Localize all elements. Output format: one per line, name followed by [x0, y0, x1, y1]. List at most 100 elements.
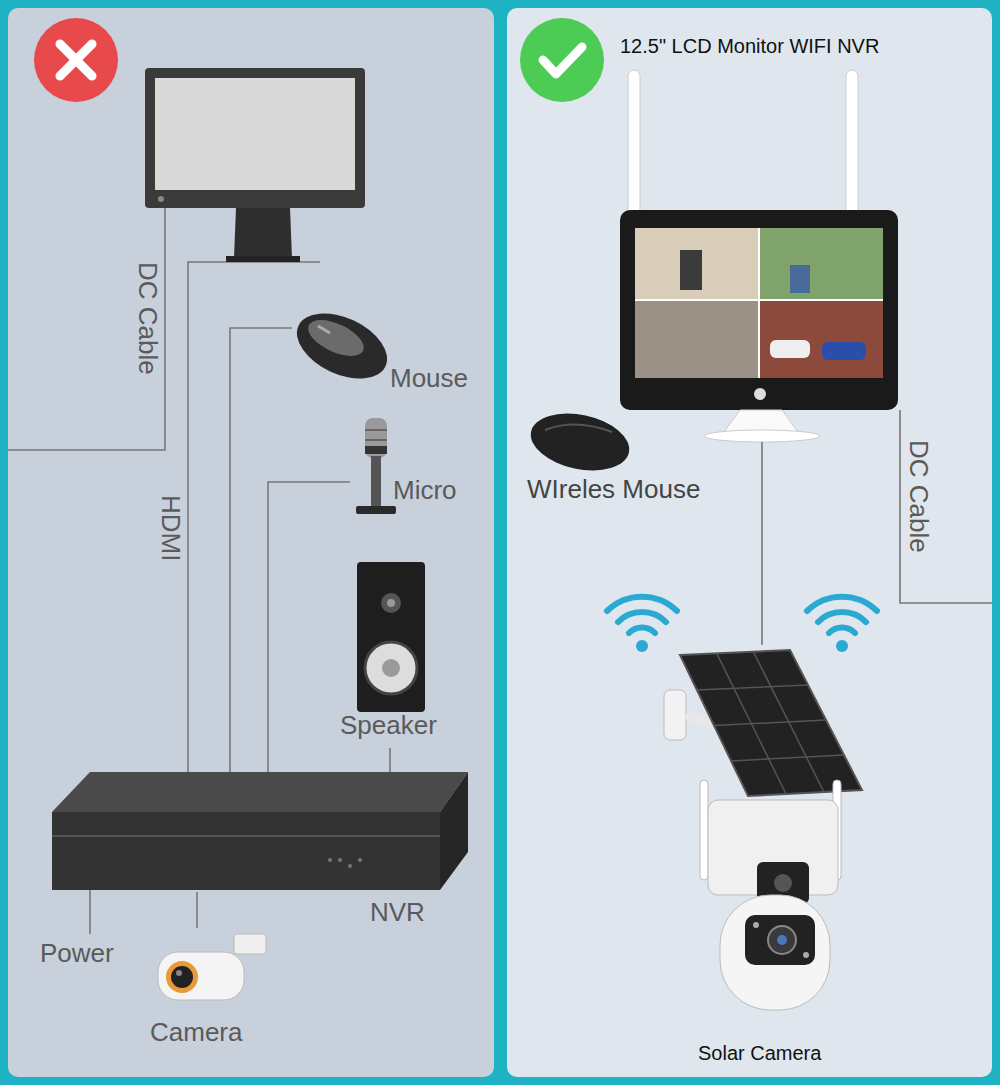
background [507, 8, 992, 1077]
microphone-icon [356, 506, 396, 514]
wifi-symbol [636, 640, 648, 652]
cable-connector [230, 328, 292, 772]
solar-camera-icon [753, 922, 759, 928]
layout-wire [900, 410, 992, 603]
lcd-monitor-icon [620, 70, 898, 442]
microphone-device: Micro [350, 416, 470, 518]
camera-icon [234, 934, 266, 954]
microphone-icon [365, 418, 387, 458]
wifi-symbol [618, 612, 666, 622]
speaker-icon [387, 599, 395, 607]
mouse-icon [287, 300, 398, 391]
camera-icon [166, 961, 198, 993]
cable-connector [197, 892, 198, 928]
solar-camera-icon [664, 650, 862, 1010]
device-label: Speaker [340, 711, 437, 741]
solar-camera-icon [720, 895, 830, 1010]
monitor-icon [234, 208, 292, 258]
wireless-mouse-icon [525, 405, 634, 479]
camera-icon [176, 970, 182, 976]
solar-camera-icon [745, 915, 815, 965]
lcd-monitor-icon [759, 300, 883, 378]
monitor-icon [226, 256, 300, 262]
lcd-monitor-icon [724, 410, 798, 432]
nvr-icon [52, 835, 440, 837]
lcd-monitor-icon [759, 228, 883, 300]
wifi-symbol [607, 597, 677, 611]
speaker-icon [381, 593, 401, 613]
cable-label: HDMI [158, 495, 184, 561]
microphone-icon [365, 439, 387, 441]
cable-label: DC Cable [906, 440, 932, 553]
device-label: NVR [370, 898, 425, 928]
solar-camera-icon [700, 780, 708, 880]
layout-wire [8, 208, 165, 450]
lcd-monitor-icon [680, 250, 702, 290]
monitor-icon [158, 196, 164, 202]
solar-camera-icon [697, 652, 844, 794]
cable-connector [390, 748, 391, 772]
camera-icon [171, 966, 193, 988]
cable-connector [268, 482, 350, 772]
check-icon [520, 18, 604, 102]
monitor-icon [155, 78, 355, 190]
lcd-monitor-icon [822, 342, 866, 360]
lcd-monitor-icon [635, 228, 759, 300]
lcd-monitor-nvr: 12.5" LCD Monitor WIFI NVR [600, 28, 912, 442]
mouse-icon [287, 300, 398, 391]
wifi-symbol [829, 627, 855, 633]
device-label: WIreles Mouse [527, 475, 700, 505]
nvr-device: NVR [50, 772, 468, 892]
solar-camera-icon [664, 690, 686, 740]
cable-line [268, 482, 350, 772]
camera-icon [158, 934, 266, 1000]
nvr-icon [440, 772, 468, 890]
monitor-icon [145, 68, 365, 262]
nvr-icon [358, 858, 362, 862]
microphone-icon [356, 418, 396, 514]
wrong-icon [60, 44, 92, 76]
speaker-icon [357, 562, 425, 712]
nvr-icon [52, 812, 440, 890]
microphone-icon [365, 446, 387, 454]
cable-line [196, 892, 198, 928]
background [8, 8, 494, 1077]
mouse-icon [303, 313, 369, 364]
cable-line [761, 442, 763, 645]
monitor-icon [145, 68, 365, 208]
nvr-icon [348, 864, 352, 868]
nvr-icon [52, 772, 468, 890]
lcd-monitor-icon [758, 228, 760, 378]
device-label: 12.5" LCD Monitor WIFI NVR [620, 35, 879, 58]
speaker-device: Speaker [338, 558, 454, 748]
wifi-symbol [818, 612, 866, 622]
camera-device: Camera [148, 928, 272, 1052]
lcd-monitor-icon [846, 70, 858, 215]
wifi-symbol [629, 627, 655, 633]
device-label: Camera [150, 1018, 242, 1048]
speaker-icon [382, 659, 400, 677]
cable-line [389, 748, 391, 772]
lcd-monitor-icon [770, 340, 810, 358]
nvr-icon [338, 858, 342, 862]
solar-camera-icon [777, 935, 787, 945]
wireless-mouse-icon [525, 405, 634, 479]
microphone-icon [365, 429, 387, 431]
cable-label: DC Cable [135, 262, 161, 375]
wifi-symbol [607, 597, 877, 652]
cable-connector [762, 442, 763, 645]
layout-wire [8, 208, 992, 934]
solar-camera-icon [803, 952, 809, 958]
solar-camera-icon [768, 926, 796, 954]
solar-camera-icon [680, 650, 862, 796]
nvr-icon [328, 858, 332, 862]
lcd-monitor-icon [620, 210, 898, 410]
lcd-monitor-icon [635, 300, 759, 378]
device-label: Solar Camera [698, 1042, 821, 1065]
check-icon [543, 47, 582, 74]
